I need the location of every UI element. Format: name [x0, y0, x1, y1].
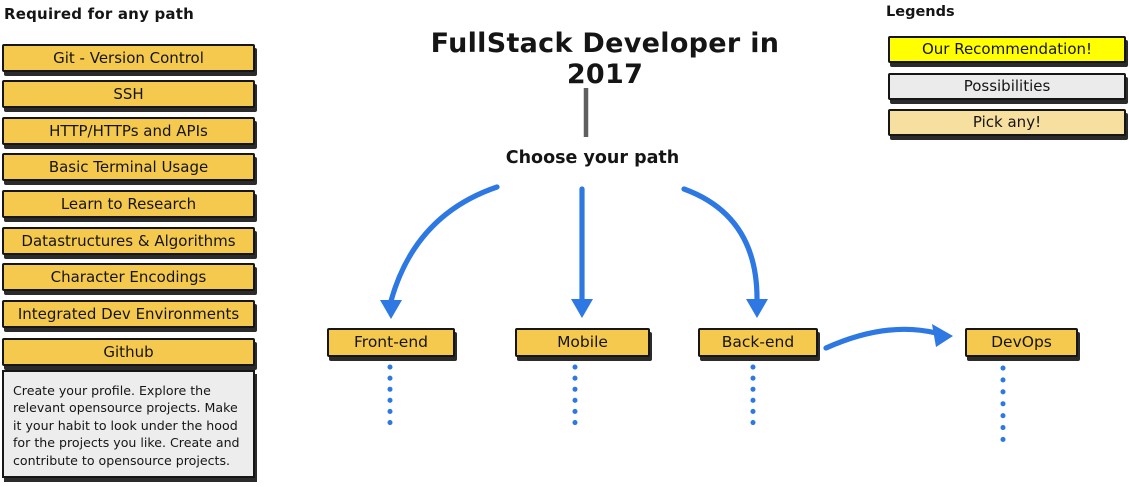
required-item-git-version-control: Git - Version Control [2, 44, 255, 72]
github-note: Create your profile. Explore the relevan… [2, 370, 255, 478]
required-item-character-encodings: Character Encodings [2, 263, 255, 291]
path-node-back-end: Back-end [698, 328, 818, 357]
legends-heading: Legends [886, 4, 955, 20]
legend-possibilities: Possibilities [888, 73, 1126, 100]
arrow-to-front-end [388, 184, 500, 304]
arrow-to-back-end [681, 186, 760, 304]
required-item-integrated-dev-environments: Integrated Dev Environments [2, 300, 255, 328]
required-heading: Required for any path [4, 5, 194, 23]
required-item-learn-to-research: Learn to Research [2, 190, 255, 218]
choose-your-path-label: Choose your path [505, 148, 680, 168]
arrow-to-front-end-head-icon [380, 300, 402, 319]
required-item-github: Github [2, 338, 255, 366]
required-item-ssh: SSH [2, 80, 255, 108]
arrow-to-mobile-head-icon [571, 299, 593, 318]
arrow-back-end-to-devops [823, 326, 939, 351]
arrow-to-back-end-head-icon [746, 299, 768, 318]
path-node-front-end: Front-end [327, 328, 455, 357]
legend-pick-any: Pick any! [888, 109, 1126, 136]
required-item-datastructures-algorithms: Datastructures & Algorithms [2, 227, 255, 255]
path-node-mobile: Mobile [515, 328, 650, 357]
arrow-back-end-to-devops-head-icon [932, 324, 953, 347]
required-item-http-https-apis: HTTP/HTTPs and APIs [2, 117, 255, 145]
required-item-basic-terminal-usage: Basic Terminal Usage [2, 153, 255, 181]
legend-our-recommendation: Our Recommendation! [888, 36, 1126, 63]
page-title: FullStack Developer in 2017 [430, 28, 780, 90]
path-node-devops: DevOps [965, 328, 1078, 357]
